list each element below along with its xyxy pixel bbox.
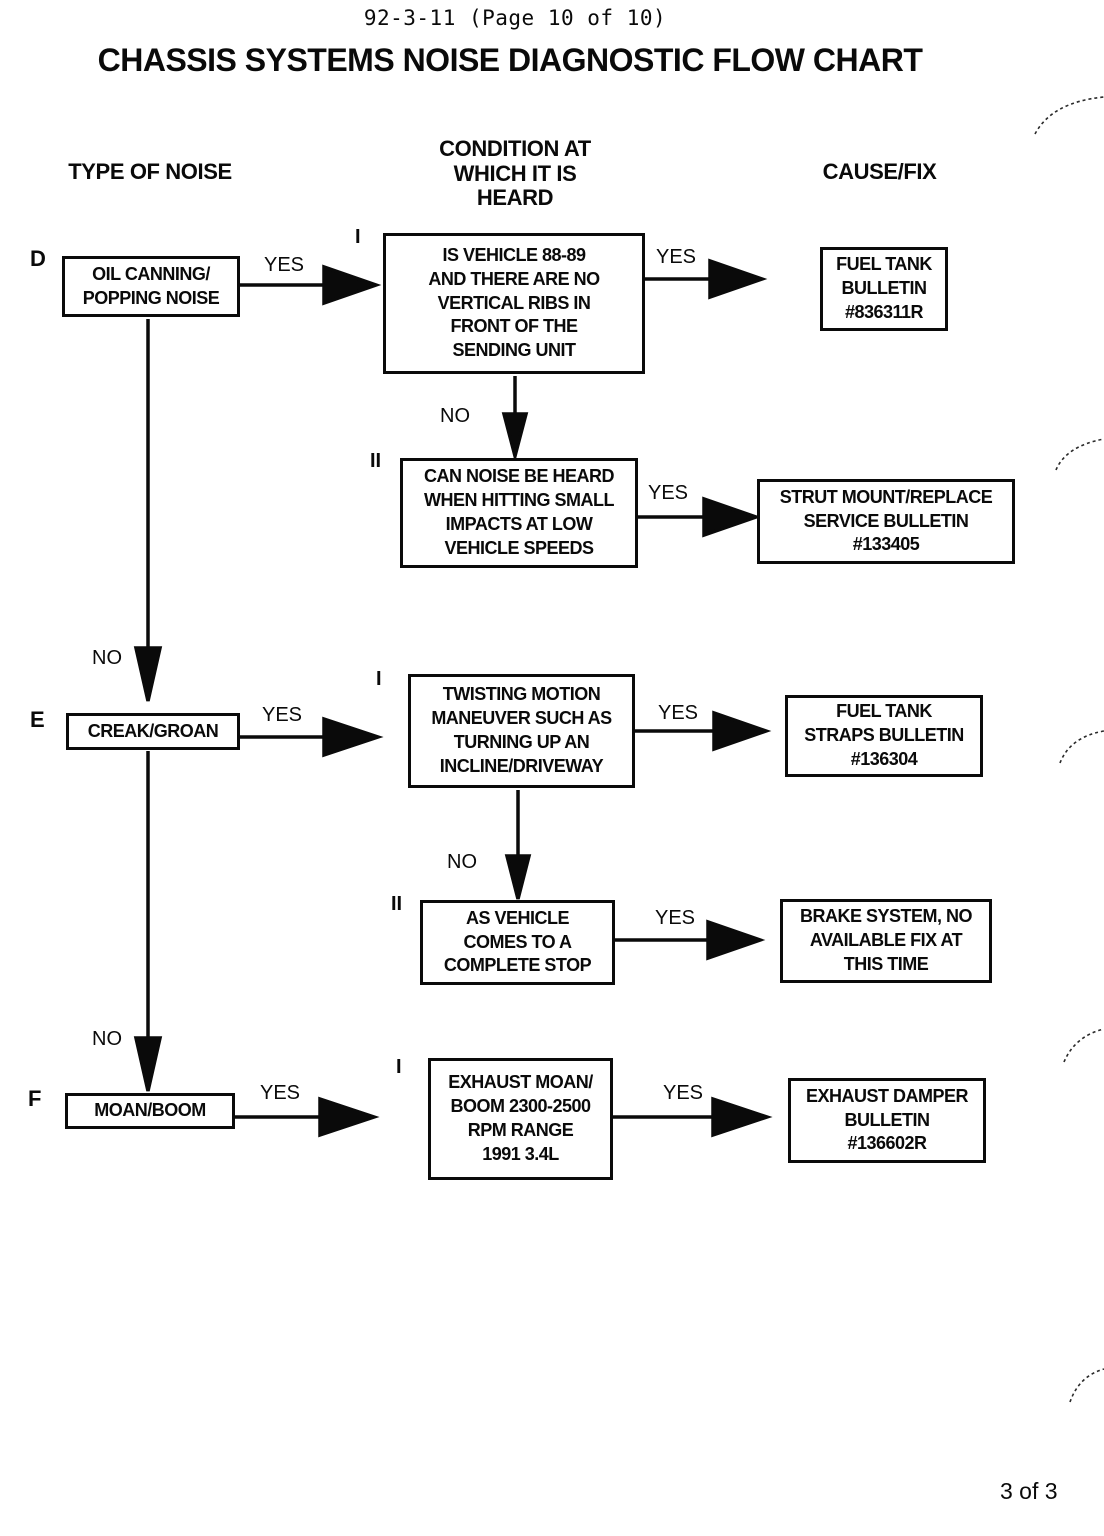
condition-box-exhaust-moan: EXHAUST MOAN/ BOOM 2300-2500 RPM RANGE 1… <box>428 1058 613 1180</box>
arrowhead-down <box>504 854 532 900</box>
column-header-condition: CONDITION AT WHICH IT IS HEARD <box>439 136 591 211</box>
arrowhead-down <box>501 412 529 463</box>
arrowhead-right <box>708 258 768 300</box>
noise-box-creak-groan: CREAK/GROAN <box>66 713 240 750</box>
fix-box-fuel-tank-straps: FUEL TANK STRAPS BULLETIN #136304 <box>785 695 983 777</box>
branch-numeral: I <box>355 226 361 248</box>
no-label: NO <box>92 1028 122 1050</box>
noise-box-moan-boom: MOAN/BOOM <box>65 1093 235 1129</box>
arrowhead-right <box>322 264 382 306</box>
no-label: NO <box>92 647 122 669</box>
condition-box-vertical-ribs: IS VEHICLE 88-89 AND THERE ARE NO VERTIC… <box>383 233 645 374</box>
yes-label: YES <box>655 907 696 929</box>
condition-box-twisting-motion: TWISTING MOTION MANEUVER SUCH AS TURNING… <box>408 674 635 788</box>
no-label: NO <box>447 851 477 873</box>
column-header-cause-fix: CAUSE/FIX <box>822 159 937 184</box>
branch-numeral: I <box>396 1056 402 1078</box>
arrowhead-right <box>711 1096 773 1138</box>
arrowhead-right <box>712 710 772 752</box>
fix-box-strut-mount: STRUT MOUNT/REPLACE SERVICE BULLETIN #13… <box>757 479 1015 564</box>
branch-numeral: I <box>376 668 382 690</box>
yes-label: YES <box>648 482 689 504</box>
arrowhead-down <box>133 1036 163 1092</box>
yes-label: YES <box>663 1082 704 1104</box>
yes-label: YES <box>262 704 303 726</box>
arrowhead-right <box>706 919 766 961</box>
column-header-type-of-noise: TYPE OF NOISE <box>68 159 232 184</box>
document-reference: 92-3-11 (Page 10 of 10) <box>363 6 667 30</box>
fix-box-brake-system: BRAKE SYSTEM, NO AVAILABLE FIX AT THIS T… <box>780 899 992 983</box>
arrowhead-right <box>702 496 762 538</box>
row-letter-d: D <box>30 246 46 271</box>
branch-numeral: II <box>391 893 403 915</box>
branch-numeral: II <box>370 450 382 472</box>
yes-label: YES <box>260 1082 301 1104</box>
arrowhead-right <box>322 716 384 758</box>
yes-label: YES <box>658 702 699 724</box>
condition-box-small-impacts: CAN NOISE BE HEARD WHEN HITTING SMALL IM… <box>400 458 638 568</box>
fix-box-exhaust-damper: EXHAUST DAMPER BULLETIN #136602R <box>788 1078 986 1163</box>
condition-box-complete-stop: AS VEHICLE COMES TO A COMPLETE STOP <box>420 900 615 985</box>
noise-box-oil-canning: OIL CANNING/ POPPING NOISE <box>62 256 240 317</box>
no-label: NO <box>440 405 470 427</box>
yes-label: YES <box>264 254 305 276</box>
scan-artifact-arcs <box>1034 96 1104 1403</box>
arrowhead-right <box>318 1096 380 1138</box>
yes-label: YES <box>656 246 697 268</box>
row-letter-f: F <box>28 1086 42 1111</box>
page-indicator: 3 of 3 <box>1000 1478 1058 1504</box>
page-title: CHASSIS SYSTEMS NOISE DIAGNOSTIC FLOW CH… <box>97 42 923 78</box>
fix-box-fuel-tank-bulletin: FUEL TANK BULLETIN #836311R <box>820 247 948 331</box>
row-letter-e: E <box>30 707 45 732</box>
arrowhead-down <box>133 646 163 702</box>
